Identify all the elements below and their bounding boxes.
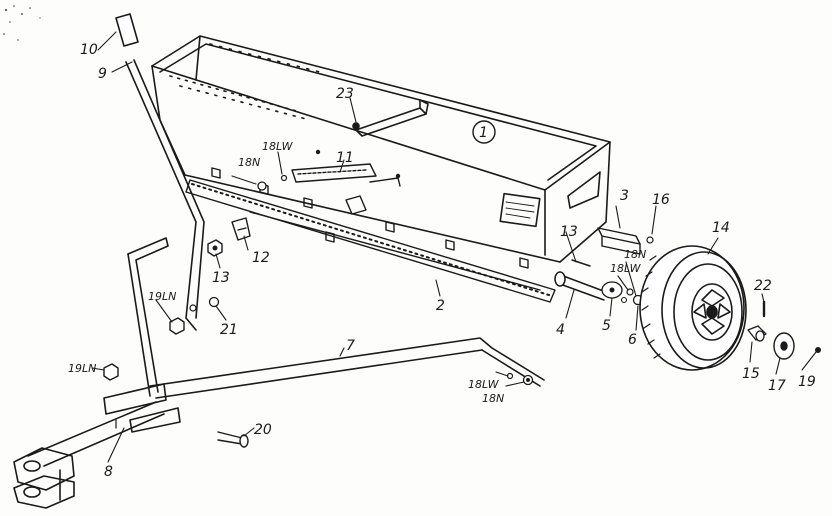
callout-18lw-c: 18LW [610, 262, 642, 275]
hopper [151, 35, 611, 263]
callout-5: 5 [602, 318, 611, 334]
control-plate [291, 149, 401, 215]
scan-noise [3, 5, 41, 41]
callout-16: 17 [768, 378, 786, 394]
bolt-17 [646, 236, 654, 244]
callout-15: 15 [742, 366, 760, 382]
callout-3: 3 [620, 188, 629, 204]
callout-14: 14 [712, 220, 730, 236]
callout-1-circled: 1 [472, 120, 496, 144]
frame-tow-bar [13, 337, 545, 509]
callout-21: 23 [336, 86, 354, 102]
callout-18n-b: 18N [482, 392, 504, 405]
bolt-19 [217, 431, 249, 448]
hardware-top [257, 174, 288, 191]
washers-6 [620, 288, 644, 306]
callout-18lw-a: 18LW [262, 140, 294, 153]
handle-lever [115, 13, 205, 331]
callout-22: 19 [798, 374, 816, 390]
callout-6: 6 [628, 332, 637, 348]
callout-19ln-a: 19LN [148, 290, 176, 303]
nut-19ln-upper [169, 317, 185, 335]
nut-19ln-lower [103, 363, 119, 381]
callout-1: 1 [479, 125, 488, 141]
bracket-12 [231, 217, 251, 241]
nut-13 [207, 239, 223, 257]
callout-10: 10 [80, 42, 98, 58]
callout-18n-a: 18N [238, 156, 260, 169]
callout-20: 21 [220, 322, 238, 338]
callout-2: 2 [436, 298, 445, 314]
callout-7: 7 [346, 338, 355, 354]
hub-cap-16 [773, 332, 795, 360]
callout-19: 20 [254, 422, 272, 438]
callout-17: 16 [652, 192, 670, 208]
callout-8: 8 [104, 464, 113, 480]
screw-22 [815, 347, 821, 353]
callout-18lw-b: 18LW [468, 378, 500, 391]
callout-18n-c: 18N [624, 248, 646, 261]
callout-23: 22 [754, 278, 772, 294]
wheel-14 [639, 245, 747, 371]
axle-bracket-3 [597, 227, 641, 255]
bushing-15 [747, 325, 767, 342]
callout-19ln-b: 19LN [68, 362, 96, 375]
left-brace [127, 237, 169, 397]
washer-5 [601, 281, 623, 299]
washer-20 [208, 296, 220, 308]
callout-11: 11 [336, 150, 354, 166]
callout-12: 12 [252, 250, 270, 266]
callout-labels: 10 9 23 1 18N 18LW 11 12 13 19LN 21 19LN… [68, 42, 816, 480]
callout-9: 9 [98, 66, 107, 82]
callout-13: 13 [212, 270, 230, 286]
axle-4 [554, 259, 607, 301]
callout-13-b: 13 [560, 224, 578, 240]
leader-lines [91, 31, 817, 463]
callout-4: 4 [556, 322, 565, 338]
